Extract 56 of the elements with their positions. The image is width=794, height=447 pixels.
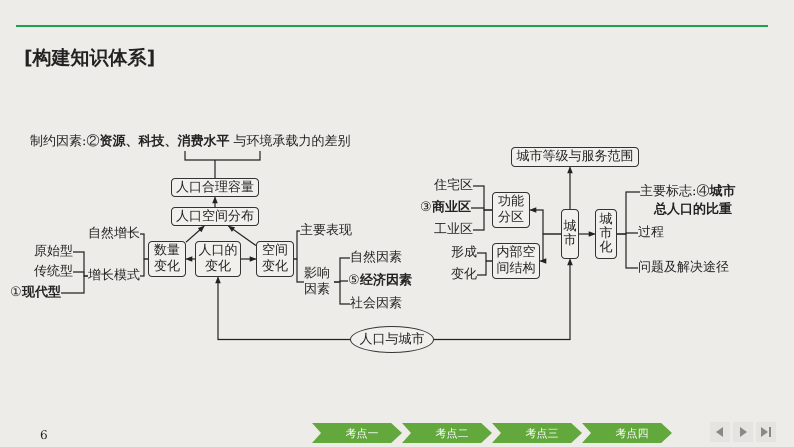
text-label: ③商业区 xyxy=(420,200,471,216)
text-label: ⑤经济因素 xyxy=(348,273,412,289)
text-label: 制约因素:②资源、科技、消费水平 与环境承载力的差别 xyxy=(30,134,351,150)
bracket-line xyxy=(184,150,261,179)
text-label: 原始型 xyxy=(34,244,73,260)
text-label: 住宅区 xyxy=(434,178,473,194)
process-box: 城市化 xyxy=(595,209,617,259)
arrow xyxy=(241,256,257,262)
text-label: 形成 xyxy=(451,245,477,261)
bracket-line xyxy=(294,230,300,260)
nav-tab: 考点一 xyxy=(312,423,402,443)
arrow xyxy=(186,226,205,243)
process-box: 人口合理容量 xyxy=(171,178,259,197)
bracket-line xyxy=(477,260,492,276)
process-box: 城市 xyxy=(561,209,579,259)
nav-tab: 考点三 xyxy=(492,423,582,443)
text-label: 总人口的比重 xyxy=(654,202,733,218)
arrow xyxy=(185,256,195,262)
text-label: 增长模式 xyxy=(88,268,140,284)
process-box: 人口空间分布 xyxy=(171,207,259,226)
process-box: 功能分区 xyxy=(492,192,530,228)
bracket-line xyxy=(473,209,492,231)
text-label: 过程 xyxy=(638,225,664,241)
arrow xyxy=(539,233,561,264)
bracket-line xyxy=(334,281,350,305)
bracket-line xyxy=(294,258,304,283)
arrow xyxy=(567,166,573,209)
process-box: 城市等级与服务范围 xyxy=(511,147,639,167)
text-label: 自然增长 xyxy=(88,226,140,242)
arrow xyxy=(212,196,218,207)
text-label: 主要标志:④城市 xyxy=(640,184,736,199)
text-label: 问题及解决途径 xyxy=(638,260,729,276)
text-label: 主要表现 xyxy=(300,223,352,239)
topic-ellipse: 人口与城市 xyxy=(350,326,434,353)
process-box: 空间变化 xyxy=(256,241,294,277)
text-label: 工业区 xyxy=(434,222,473,238)
text-label: 自然因素 xyxy=(350,250,402,266)
bracket-line xyxy=(617,233,638,269)
nav-tab: 考点四 xyxy=(582,423,672,443)
arrow xyxy=(579,231,596,237)
text-label: 影响因素 xyxy=(304,266,334,298)
arrow xyxy=(228,226,256,246)
section-title: [构建知识体系] xyxy=(24,46,156,71)
arrow xyxy=(434,258,573,340)
process-box: 数量变化 xyxy=(148,241,186,277)
text-label: 变化 xyxy=(451,267,477,283)
process-box: 内部空间结构 xyxy=(492,243,540,279)
bracket-line xyxy=(140,258,148,277)
nav-tab: 考点二 xyxy=(402,423,492,443)
process-box: 人口的变化 xyxy=(195,241,241,277)
arrow xyxy=(215,276,350,340)
text-label: ①现代型 xyxy=(10,285,61,301)
page-number: 6 xyxy=(40,428,48,442)
text-label: 传统型 xyxy=(34,264,73,280)
text-label: 社会因素 xyxy=(350,296,402,312)
bracket-line xyxy=(61,275,88,294)
